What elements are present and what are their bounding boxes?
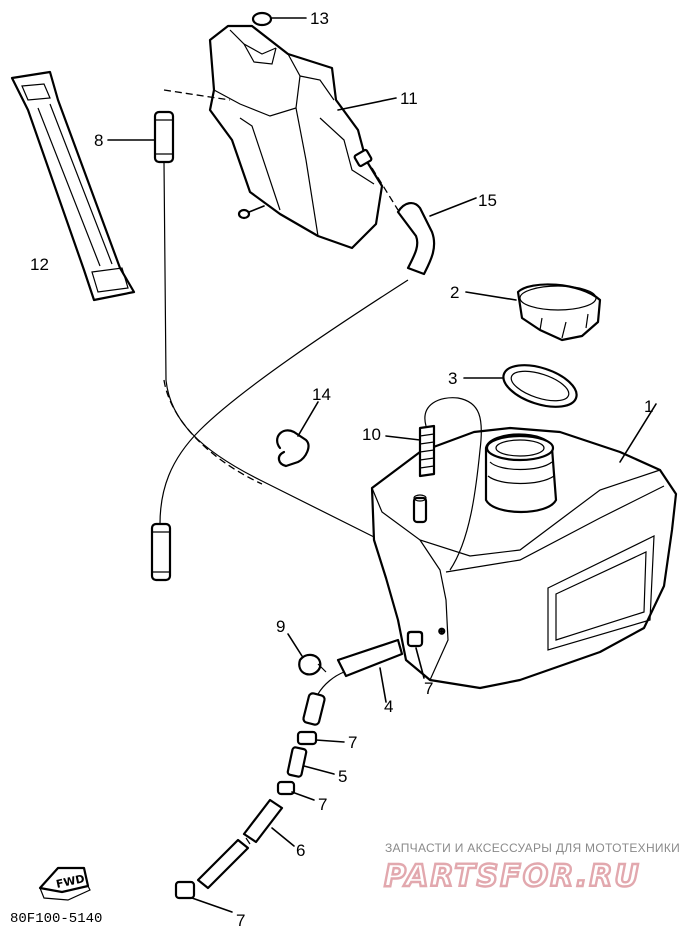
part-14-hose-clip (276, 401, 319, 468)
part-1-fuel-tank: ⊕ (370, 403, 678, 690)
callout-7-lower-clamp: 7 (236, 911, 245, 930)
callout-15: 15 (478, 191, 497, 210)
part-12-tank-strap (10, 70, 136, 302)
part-5-hose-joint (286, 746, 335, 778)
callout-12: 12 (30, 255, 49, 274)
watermark: ЗАПЧАСТИ И АКСЕССУАРЫ ДЛЯ МОТОТЕХНИКИ PA… (383, 841, 680, 895)
hose-routing-lines (159, 89, 447, 573)
callout-7-upper-clamp: 7 (348, 733, 357, 752)
callout-labels: 1 2 3 4 5 6 7 7 7 7 8 9 10 11 12 13 14 1… (30, 9, 653, 930)
callout-7-middle-clamp: 7 (318, 795, 327, 814)
part-10-vent-fitting (385, 397, 482, 571)
callout-6: 6 (296, 841, 305, 860)
callout-4: 4 (384, 697, 393, 716)
part-3-cap-gasket (463, 364, 578, 408)
watermark-tagline: ЗАПЧАСТИ И АКСЕССУАРЫ ДЛЯ МОТОТЕХНИКИ (385, 841, 680, 855)
part-2-filler-cap (465, 283, 602, 342)
callout-11: 11 (400, 89, 418, 108)
callout-14: 14 (312, 385, 331, 404)
part-8-vent-hose (107, 110, 175, 582)
callout-7-tank-outlet: 7 (424, 679, 433, 698)
part-6-fuel-hose-lower (196, 798, 295, 890)
callout-8: 8 (94, 131, 103, 150)
callout-10: 10 (362, 425, 381, 444)
callout-1: 1 (644, 397, 653, 416)
fwd-direction-arrow: FWD (38, 866, 91, 901)
callout-13: 13 (310, 9, 329, 28)
fwd-label: FWD (55, 872, 86, 891)
part-11-reservoir-tank (208, 24, 397, 250)
part-7-hose-clamps (174, 630, 425, 913)
callout-2: 2 (450, 283, 459, 302)
part-13-reservoir-cap (251, 11, 307, 27)
part-15-breather-hose (396, 197, 477, 276)
part-4-fuel-hose (302, 638, 404, 726)
watermark-logo: PARTSFOR.RU (384, 859, 641, 894)
figure-code: 80F100-5140 (10, 911, 102, 927)
callout-5: 5 (338, 767, 347, 786)
svg-text:⊕: ⊕ (438, 626, 446, 636)
callout-9: 9 (276, 617, 285, 636)
callout-3: 3 (448, 369, 457, 388)
part-9-fuel-hose-clip (287, 633, 327, 676)
